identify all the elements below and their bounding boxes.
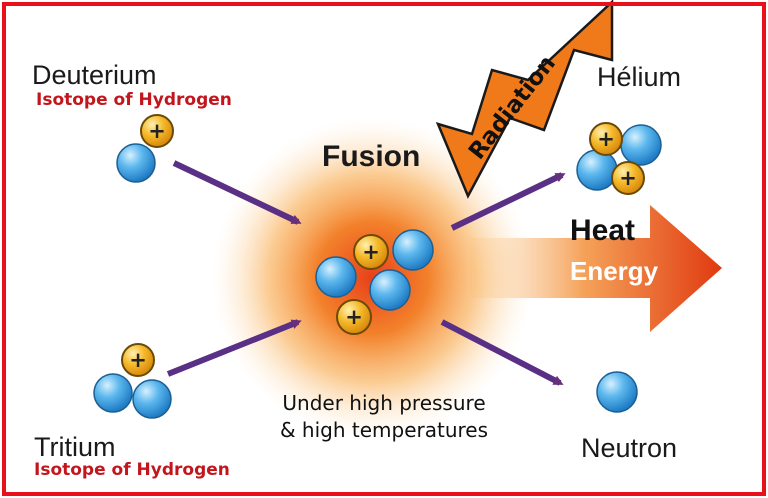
core-proton-1 <box>353 234 389 270</box>
tritium-proton-plus: + <box>129 348 147 372</box>
core-neutron-2 <box>315 256 357 298</box>
helium-proton-2-plus: + <box>619 166 637 190</box>
energy-label: Energy <box>570 256 659 286</box>
arrow-deuterium-to-fusion <box>172 160 302 225</box>
fusion-core-nucleus: + + <box>315 229 434 335</box>
core-proton-1-plus: + <box>362 240 380 264</box>
tritium-subtitle: Isotope of Hydrogen <box>34 460 230 480</box>
deuterium-neutron <box>116 143 156 183</box>
helium-neutron-1 <box>620 124 662 166</box>
tritium-label: Tritium <box>34 432 116 462</box>
helium-proton-2 <box>611 161 645 195</box>
core-proton-2-plus: + <box>345 305 363 329</box>
arrow-tritium-to-fusion <box>166 319 302 377</box>
deuterium-subtitle: Isotope of Hydrogen <box>36 90 232 110</box>
fusion-label: Fusion <box>322 140 421 173</box>
helium-neutron-2 <box>576 149 618 191</box>
neutron-label: Neutron <box>581 433 678 463</box>
deuterium-proton <box>140 114 174 148</box>
deuterium-proton-plus: + <box>148 119 166 143</box>
helium-nucleus: + + <box>576 122 662 195</box>
tritium-neutron-2 <box>132 379 172 419</box>
arrow-fusion-to-neutron <box>440 319 564 386</box>
conditions-line-1: Under high pressure <box>282 391 486 415</box>
deuterium-label: Deuterium <box>32 60 157 90</box>
conditions-line-2: & high temperatures <box>279 418 489 442</box>
tritium-proton <box>121 343 155 377</box>
conditions-text: Under high pressure & high temperatures <box>264 390 504 444</box>
tritium-neutron-1 <box>93 373 133 413</box>
helium-proton-1 <box>589 122 623 156</box>
tritium-nucleus: + <box>93 343 172 419</box>
free-neutron <box>596 371 638 413</box>
radiation-bolt <box>435 0 614 199</box>
arrow-fusion-to-helium <box>450 172 566 231</box>
core-neutron-1 <box>392 229 434 271</box>
fusion-glow <box>212 118 532 438</box>
heat-energy-arrow <box>470 205 722 332</box>
core-proton-2 <box>336 299 372 335</box>
deuterium-nucleus: + <box>116 114 174 183</box>
core-neutron-3 <box>369 269 411 311</box>
helium-label: Hélium <box>597 62 682 92</box>
heat-label: Heat <box>570 214 636 247</box>
helium-proton-1-plus: + <box>597 127 615 151</box>
